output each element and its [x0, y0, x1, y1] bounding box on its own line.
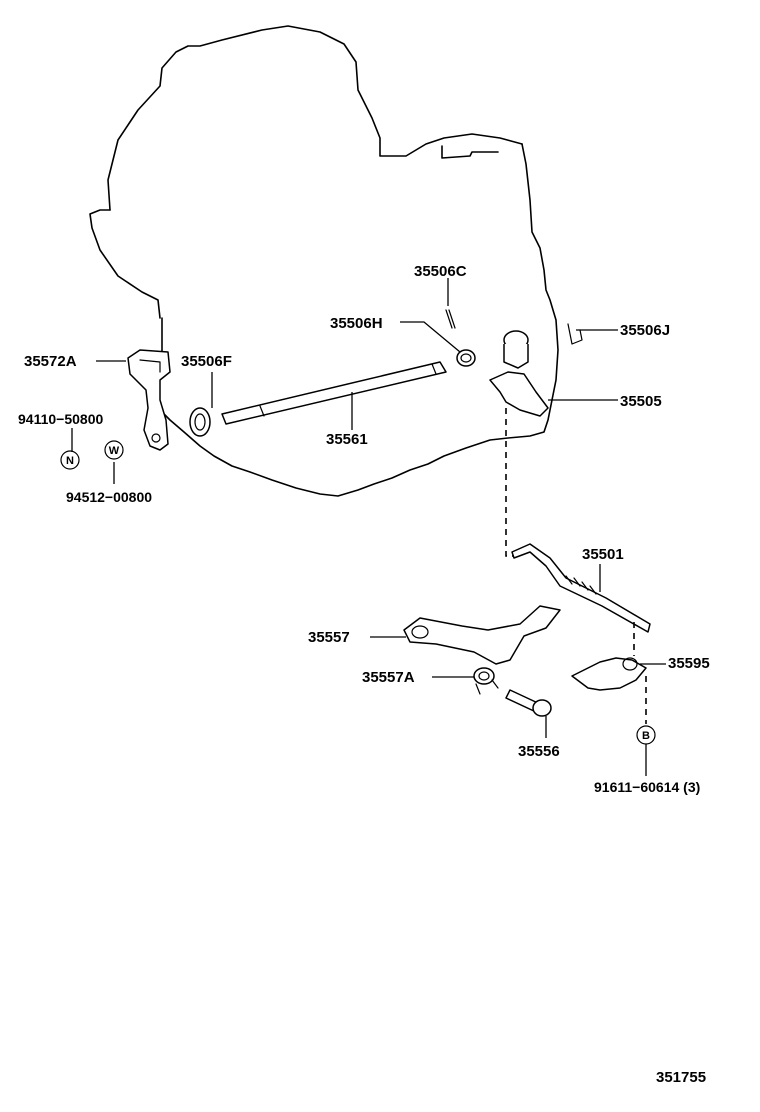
lever-35557: [403, 605, 561, 665]
shaft-35561: [221, 361, 447, 425]
leader-lines: [71, 278, 666, 776]
label-35572a: 35572A: [24, 353, 77, 370]
label-35557: 35557: [308, 629, 350, 646]
label-35595: 35595: [668, 655, 710, 672]
alignment-lines: [505, 408, 647, 724]
label-94110-50800: 94110−50800: [18, 411, 103, 427]
clip-35506j: [567, 323, 583, 345]
label-35506f: 35506F: [181, 353, 232, 370]
lever-35505: [489, 330, 549, 417]
label-91611-60614: 91611−60614 (3): [594, 779, 700, 795]
label-35506h: 35506H: [330, 315, 383, 332]
pin-35506c: [445, 309, 456, 329]
washer-symbol: W: [104, 440, 124, 460]
pin-35556: [505, 689, 552, 717]
bracket-35572a: [127, 349, 171, 451]
label-94512-00800: 94512−00800: [66, 489, 152, 505]
transmission-housing: [89, 25, 559, 497]
bolt-symbol-letter: B: [642, 730, 650, 742]
nut-symbol-letter: N: [66, 455, 74, 467]
label-35506j: 35506J: [620, 322, 670, 339]
label-35561: 35561: [326, 431, 368, 448]
label-35501: 35501: [582, 546, 624, 563]
nut-symbol: N: [60, 450, 80, 470]
label-35556: 35556: [518, 743, 560, 760]
bolt-symbol: B: [636, 725, 656, 745]
shift-rod-35501: [511, 543, 651, 633]
oil-seal-35506f: [189, 407, 211, 437]
figure-number: 351755: [656, 1069, 706, 1086]
bracket-35595: [571, 657, 647, 691]
spring-35557a: [473, 667, 499, 695]
label-35557a: 35557A: [362, 669, 415, 686]
label-35505: 35505: [620, 393, 662, 410]
washer-symbol-letter: W: [109, 445, 120, 457]
ring-35506h: [456, 349, 476, 367]
label-35506c: 35506C: [414, 263, 467, 280]
